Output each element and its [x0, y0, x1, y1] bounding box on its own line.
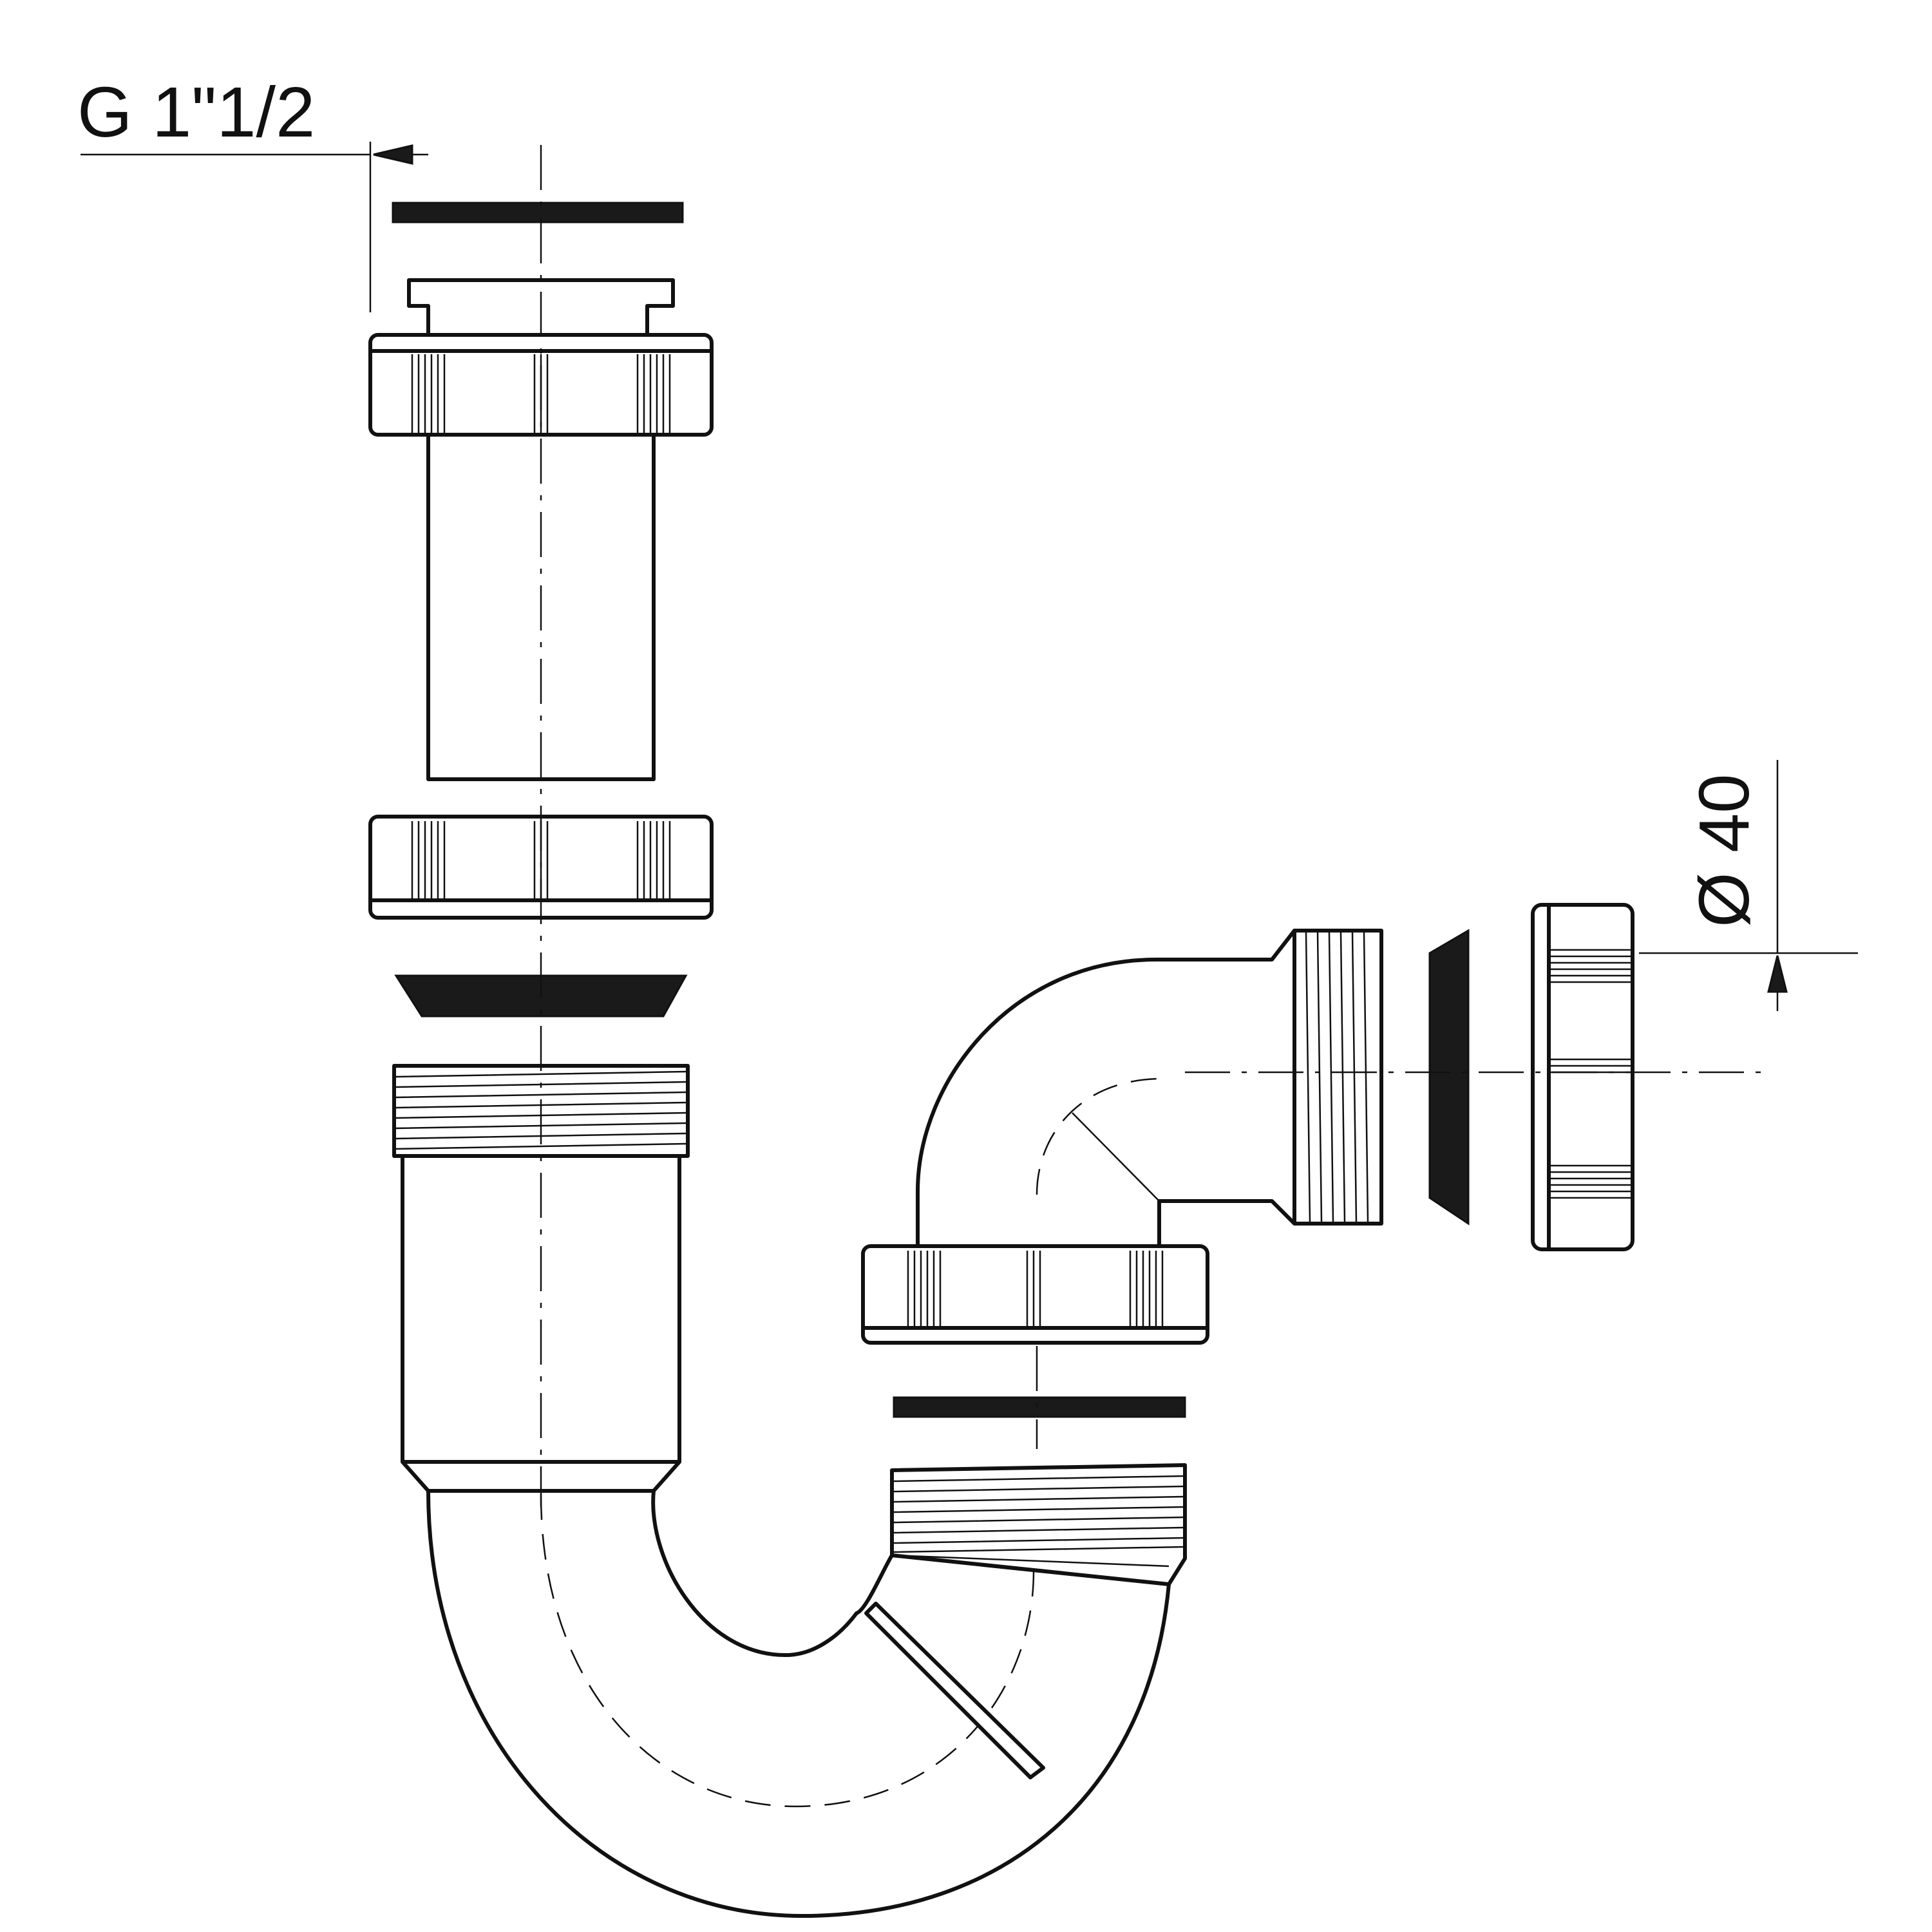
elbow-nut-grips — [907, 1251, 1164, 1327]
outlet-nut-body — [1531, 903, 1634, 1251]
elbow-nut-body — [861, 1244, 1209, 1345]
elbow-hidden-bore — [1036, 1077, 1163, 1195]
cleanout-rod — [864, 1602, 1045, 1779]
outlet-threaded-collar — [890, 1463, 1187, 1586]
outlet-collar-threads — [891, 1475, 1184, 1567]
thread-size-label: G 1"1/2 — [77, 73, 315, 152]
elbow-body — [916, 929, 1296, 1248]
outlet-nut-grips — [1551, 949, 1631, 1199]
thread-arrow-head — [373, 144, 413, 165]
top-flat-washer — [392, 202, 684, 223]
elbow-seam-line — [1072, 1112, 1160, 1202]
right-cone-washer — [1428, 929, 1470, 1226]
trap-outlet-collar — [890, 1463, 1187, 1586]
bottom-flat-washer — [893, 1396, 1186, 1418]
middle-nut-grips — [411, 821, 671, 898]
outlet-elbow — [916, 929, 1383, 1248]
u-bend-body — [426, 1489, 1171, 1918]
outlet-diameter-label: Ø 40 — [1685, 774, 1764, 927]
diameter-dimension: Ø 40 — [1639, 760, 1858, 1011]
outlet-union-nut — [1531, 903, 1634, 1251]
elbow-union-nut — [861, 1244, 1209, 1345]
thread-dimension: G 1"1/2 — [77, 73, 428, 312]
elbow-end-threads — [1305, 932, 1369, 1222]
u-bend-hidden-bore — [540, 1493, 1035, 1808]
diameter-arrow-head — [1767, 955, 1788, 993]
